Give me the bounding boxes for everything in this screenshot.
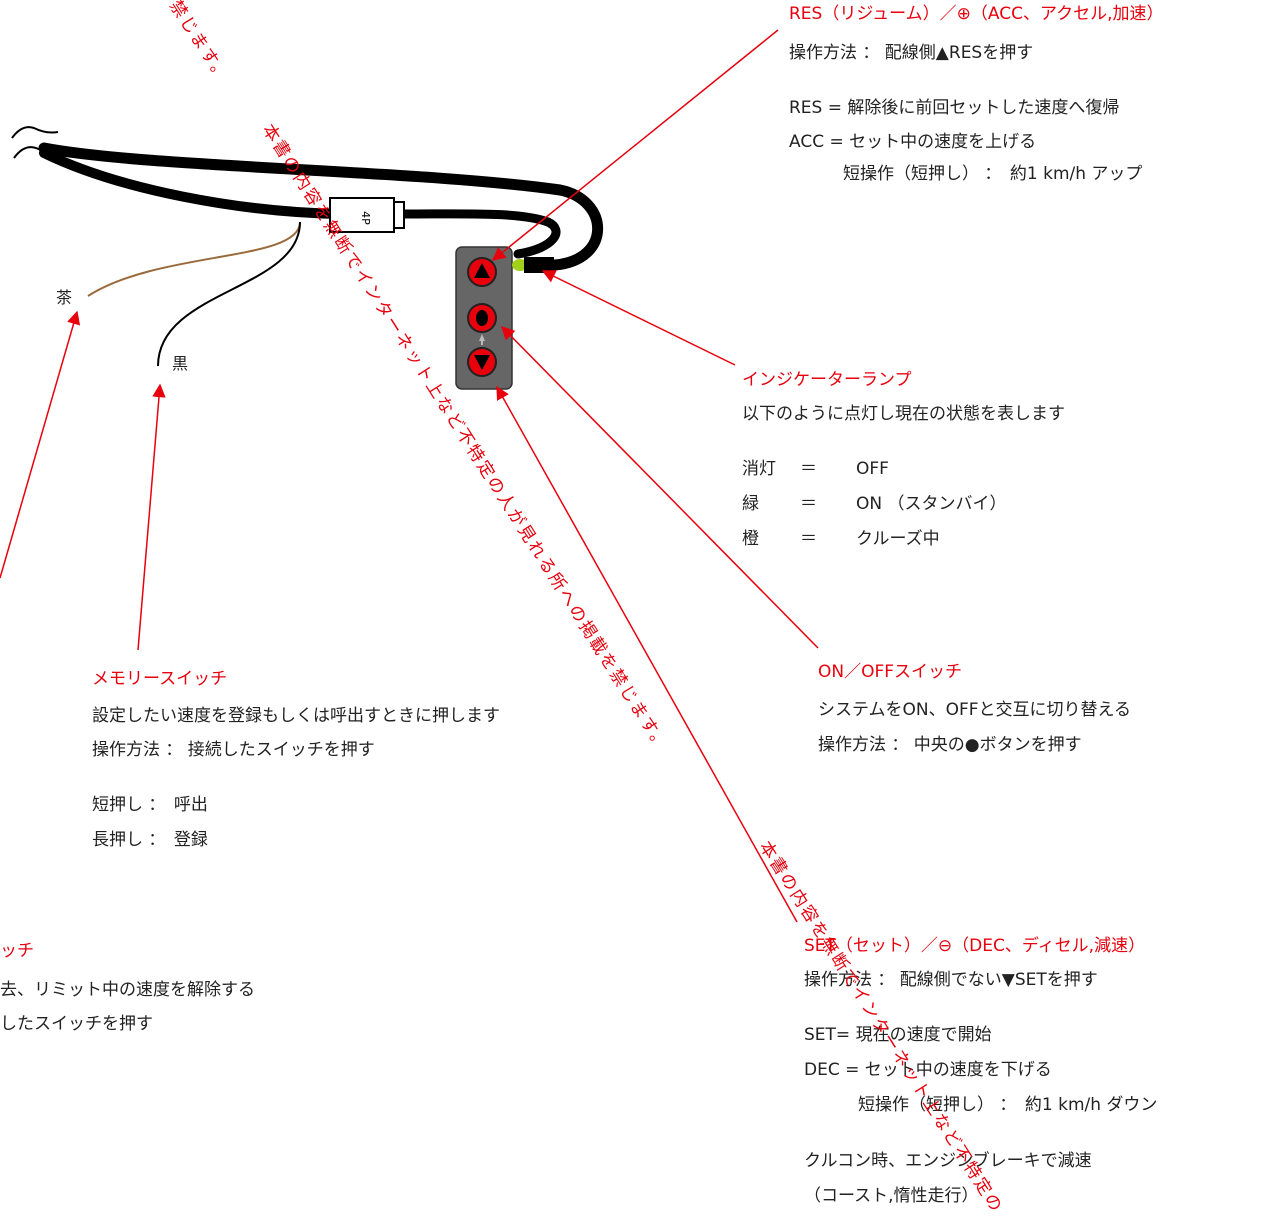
memory-description: 設定したい速度を登録もしくは呼出すときに押します — [92, 706, 500, 726]
memory-short-press: 短押し ： 呼出 — [92, 795, 208, 815]
cancel-operation: したスイッチを押す — [0, 1014, 153, 1034]
connector-4p: 4P — [329, 197, 405, 233]
set-line-5: （コースト,惰性走行） — [804, 1186, 979, 1206]
set-line-3: 短操作（短押し） ： 約1 km/h ダウン — [858, 1095, 1158, 1115]
indicator-title: インジケーターランプ — [742, 370, 912, 390]
indicator-value: クルーズ中 — [856, 529, 940, 549]
indicator-key: 消灯 — [742, 459, 776, 479]
memory-title: メモリースイッチ — [92, 669, 228, 689]
arrow-cancel — [0, 310, 81, 579]
brown-wire — [87, 221, 301, 297]
indicator-eq: ＝ — [800, 529, 817, 549]
res-line-2: ACC = セット中の速度を上げる — [789, 132, 1037, 152]
black-wire — [157, 221, 301, 367]
set-line-1: SET= 現在の速度で開始 — [804, 1025, 992, 1045]
arrow-onoff — [501, 326, 819, 649]
arrow-set — [496, 385, 798, 923]
black-wire-label: 黒 — [172, 354, 189, 373]
lamp-cable-end — [524, 257, 554, 273]
memory-long-press: 長押し ： 登録 — [92, 830, 208, 850]
res-title: RES（リジューム）／⊕（ACC、アクセル,加速） — [789, 4, 1164, 24]
indicator-value: OFF — [856, 459, 889, 479]
arrow-res — [491, 29, 779, 261]
brown-wire-label: 茶 — [56, 288, 73, 307]
res-line-1: RES = 解除後に前回セットした速度へ復帰 — [789, 98, 1120, 118]
set-operation: 操作方法 ： 配線側でない▼SETを押す — [804, 970, 1098, 990]
indicator-eq: ＝ — [800, 494, 817, 514]
indicator-key: 緑 — [742, 494, 759, 514]
cut-wire-symbol — [11, 126, 59, 139]
harness-cable — [38, 142, 603, 271]
memory-operation: 操作方法 ： 接続したスイッチを押す — [92, 740, 375, 760]
cancel-title: ッチ — [0, 941, 34, 961]
res-line-3: 短操作（短押し） ： 約1 km/h アップ — [843, 164, 1143, 184]
indicator-key: 橙 — [742, 529, 759, 549]
set-title: SET（セット）／⊖（DEC、ディセル,減速） — [804, 936, 1146, 956]
cancel-description: 去、リミット中の速度を解除する — [0, 980, 255, 1000]
indicator-value: ON （スタンバイ） — [856, 494, 1007, 514]
indicator-eq: ＝ — [800, 459, 817, 479]
onoff-title: ON／OFFスイッチ — [818, 662, 963, 682]
set-line-2: DEC = セット中の速度を下げる — [804, 1060, 1052, 1080]
arrow-memory — [137, 383, 166, 651]
connector-label: 4P — [359, 211, 372, 225]
arrow-indicator — [541, 270, 736, 366]
onoff-operation: 操作方法 ： 中央の●ボタンを押す — [818, 735, 1082, 755]
switch-unit — [455, 246, 513, 390]
indicator-description: 以下のように点灯し現在の状態を表します — [742, 404, 1065, 424]
set-line-4: クルコン時、エンジンブレーキで減速 — [804, 1151, 1092, 1171]
res-operation: 操作方法 ： 配線側▲RESを押す — [789, 43, 1034, 63]
onoff-description: システムをON、OFFと交互に切り替える — [818, 700, 1132, 720]
